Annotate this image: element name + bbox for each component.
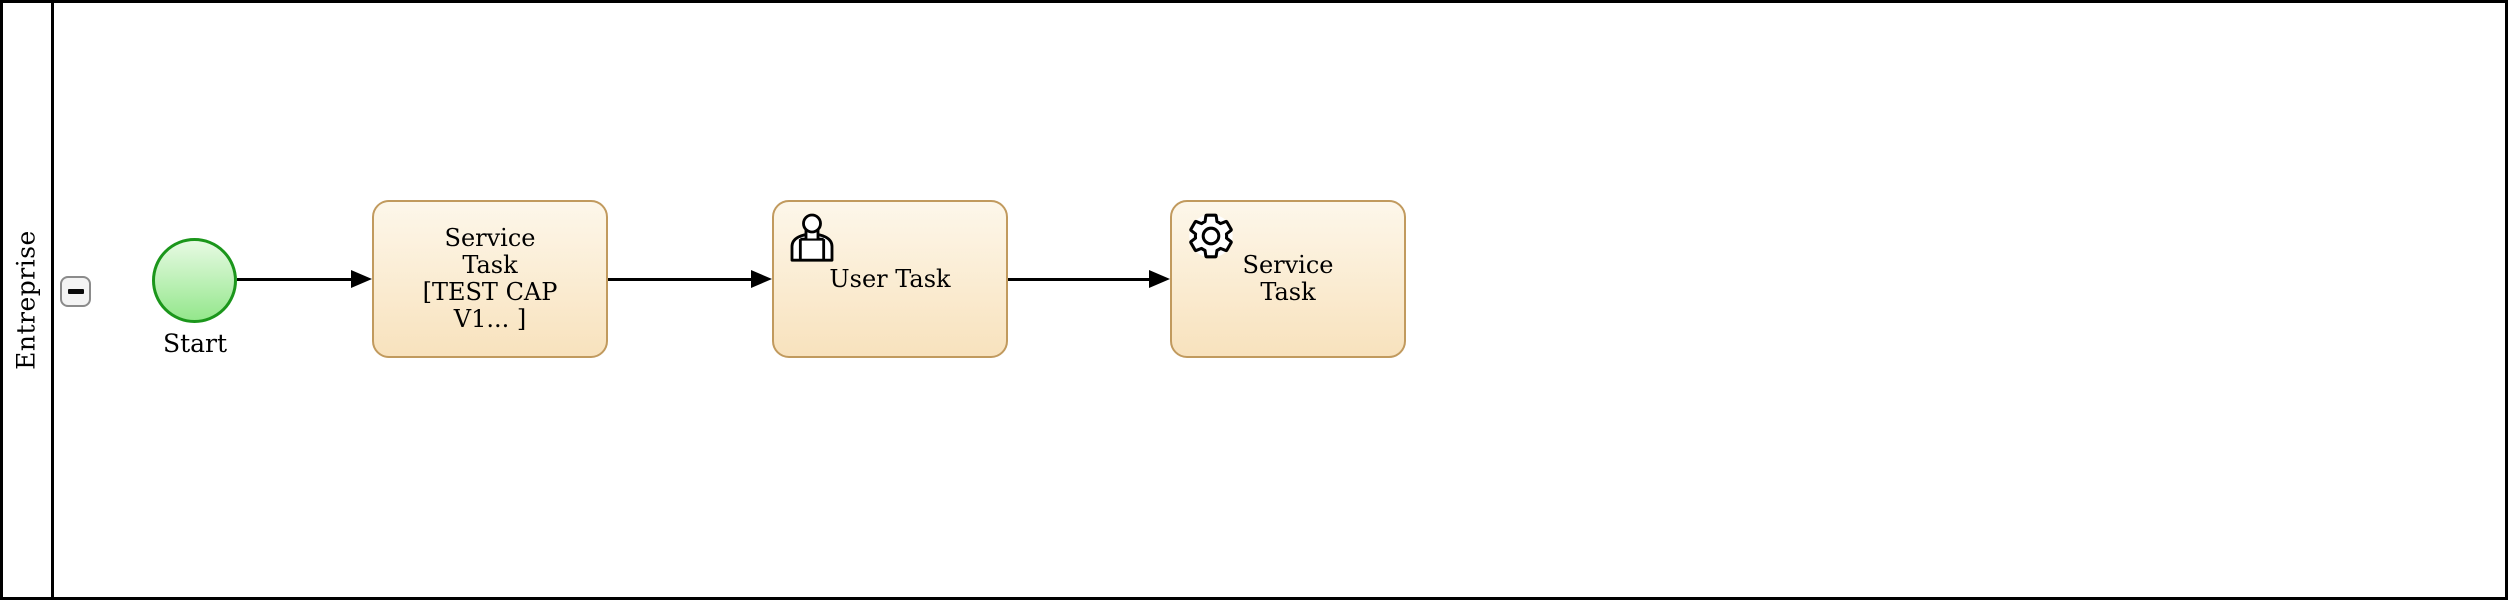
task-label-line: User Task	[829, 264, 951, 293]
lane-header: Entreprise	[0, 0, 51, 600]
user-icon	[787, 210, 837, 269]
task-service-2[interactable]: Service Task	[1170, 200, 1406, 358]
arrowhead-icon	[751, 270, 772, 288]
task-service-1[interactable]: Service Task [TEST CAP V1... ]	[372, 200, 608, 358]
collapse-lane-button[interactable]	[60, 276, 91, 307]
gear-icon	[1185, 210, 1237, 268]
sequence-flow-1[interactable]	[237, 278, 353, 281]
lane-divider	[51, 0, 54, 600]
lane-label: Entreprise	[11, 230, 40, 370]
task-label-line: Service	[444, 224, 536, 252]
task-label-line: V1... ]	[453, 305, 527, 333]
task-label-line: [TEST CAP	[422, 278, 558, 306]
start-event-label: Start	[162, 329, 228, 358]
start-event[interactable]	[152, 238, 237, 323]
arrowhead-icon	[351, 270, 372, 288]
task-label-line: Service	[1242, 251, 1334, 279]
arrowhead-icon	[1149, 270, 1170, 288]
sequence-flow-2[interactable]	[608, 278, 753, 281]
sequence-flow-3[interactable]	[1008, 278, 1151, 281]
task-label-line: Task	[462, 251, 518, 279]
minus-icon	[67, 289, 84, 294]
task-label-line: Task	[1260, 278, 1316, 306]
task-user[interactable]: User Task	[772, 200, 1008, 358]
